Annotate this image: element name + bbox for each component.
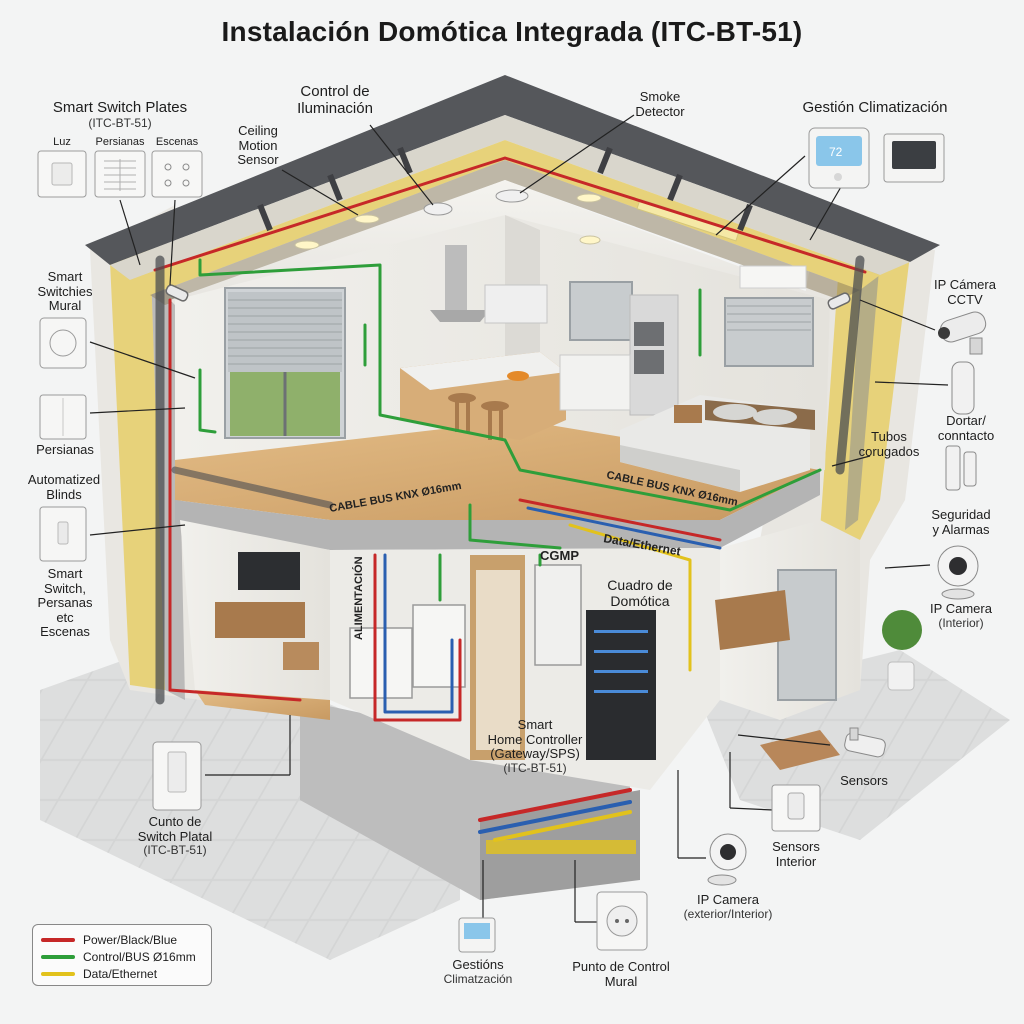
cable-legend: Power/Black/Blue Control/BUS Ø16mm Data/… [32,924,212,986]
ip-camera-interior-title: IP Camera [915,602,1007,617]
legend-swatch-bus [41,955,75,959]
smart-home-controller-title: Smart Home Controller (Gateway/SPS) [470,718,600,762]
legend-label-data: Data/Ethernet [83,967,157,981]
sensors-interior-label: Sensors Interior [752,840,840,869]
legend-label-bus: Control/BUS Ø16mm [83,950,196,964]
cunto-switch-platal-sub: (ITC-BT-51) [120,844,230,857]
smart-switches-mural-label: Smart Switchies Mural [30,270,100,314]
gestions-climatizacion-sub: Climatzación [428,973,528,986]
ip-camera-interior-icon [938,546,978,599]
ip-camera-cctv-label: IP Cámera CCTV [920,278,1010,307]
mural-switch-icon [40,318,86,368]
smart-switch-plates-title: Smart Switch Plates [30,100,210,117]
smart-home-controller-sub: (ITC-BT-51) [470,762,600,775]
cunto-switch-platal-label: Cunto de Switch Platal (ITC-BT-51) [120,815,230,858]
ip-camera-exterior-title: IP Camera [660,893,796,908]
blinds-switch-icon [40,507,86,561]
ip-camera-exterior-label: IP Camera (exterior/Interior) [660,893,796,921]
plate-luz-icon [38,151,86,197]
ip-camera-interior-label: IP Camera (Interior) [915,602,1007,630]
interior-sensor-icon [772,785,820,831]
plate-escenas-icon [152,151,202,197]
thermostat-display: 72 [829,145,843,159]
climate-panel-icon [884,134,944,182]
sensors-label: Sensors [824,774,904,789]
punto-control-mural-label: Punto de Control Mural [556,960,686,989]
ip-camera-interior-sub: (Interior) [915,617,1007,630]
seguridad-alarmas-label: Seguridad y Alarmas [915,508,1007,537]
cuadro-domotica-label: Cuadro de Domótica [604,578,676,609]
legend-item-data: Data/Ethernet [41,965,203,982]
wall-socket-icon [597,892,647,950]
tubos-corugados-label: Tubos corugados [848,430,930,459]
gestions-climatizacion-title: Gestións [428,958,528,973]
smart-switch-persanas-label: Smart Switch, Persanas etc Escenas [25,567,105,640]
legend-item-power: Power/Black/Blue [41,931,203,948]
switch-plate-bottom-icon [153,742,201,810]
alimentacion-label: ALIMENTACIÓN [352,556,365,640]
ip-camera-exterior-icon [708,834,746,885]
persianas-switch-icon [40,395,86,439]
smart-switch-plates-sub: (ITC-BT-51) [30,117,210,130]
smart-switch-plates-label: Smart Switch Plates (ITC-BT-51) [30,100,210,130]
ceiling-motion-sensor-label: Ceiling Motion Sensor [222,124,294,168]
legend-swatch-data [41,972,75,976]
smoke-detector-label: Smoke Detector [610,90,710,119]
smart-home-controller-label: Smart Home Controller (Gateway/SPS) (ITC… [470,718,600,775]
legend-swatch-power [41,938,75,942]
legend-label-power: Power/Black/Blue [83,933,177,947]
plate-persianas-label: Persianas [92,136,148,148]
plate-escenas-label: Escenas [150,136,204,148]
plate-luz-label: Luz [38,136,86,148]
cgmp-label: CGMP [540,548,579,563]
climate-control-small-icon [459,918,495,952]
gestions-climatizacion-label: Gestións Climatzación [428,958,528,986]
legend-item-bus: Control/BUS Ø16mm [41,948,203,965]
automatized-blinds-label: Automatized Blinds [18,473,110,502]
gestion-climatizacion-label: Gestión Climatización [770,100,980,117]
ip-camera-exterior-sub: (exterior/Interior) [660,908,796,921]
control-iluminacion-label: Control de Iluminación [280,84,390,118]
plate-persianas-icon [95,151,145,197]
persianas-label: Persianas [25,443,105,458]
cctv-camera-icon [938,309,989,354]
door-sensor-icon [952,362,974,414]
contact-sensor-icon [946,446,976,490]
cunto-switch-platal-title: Cunto de Switch Platal [120,815,230,844]
dortar-contacto-label: Dortar/ conntacto [918,414,1014,443]
